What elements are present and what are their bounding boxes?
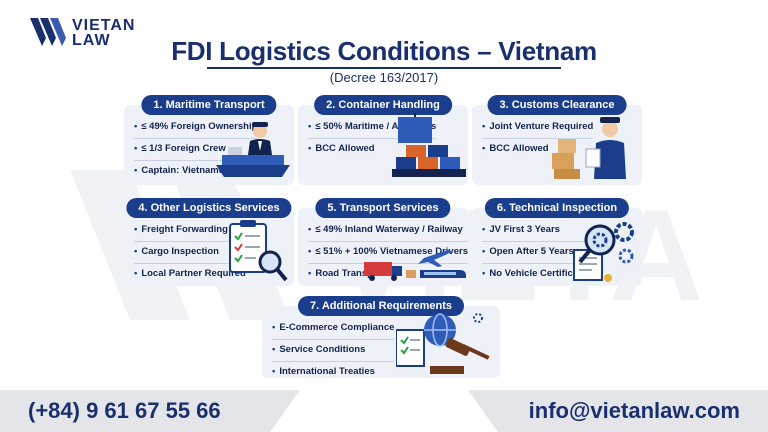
card-item: Cargo Inspection (134, 246, 246, 264)
card-item: E-Commerce Compliance (272, 322, 395, 340)
card-item: Road Transport (308, 268, 468, 285)
globe-gavel-icon (396, 313, 490, 374)
card-other-logistics: 4. Other Logistics Services Freight Forw… (124, 198, 294, 286)
card-additional-requirements: 7. Additional Requirements E-Commerce Co… (262, 296, 500, 378)
card-item: BCC Allowed (308, 143, 436, 160)
card-item: Joint Venture Required (482, 121, 594, 139)
contact-email[interactable]: info@vietanlaw.com (528, 398, 740, 423)
card-item: ≤ 1/3 Foreign Crew (134, 143, 258, 161)
brand-line1: VIETAN (72, 17, 136, 34)
container-port-icon (392, 113, 466, 177)
contact-phone[interactable]: (+84) 9 61 67 55 66 (28, 398, 221, 423)
customs-officer-icon (552, 117, 626, 179)
title-underline (207, 67, 561, 69)
card-item: No Vehicle Certification (482, 268, 595, 285)
card-heading: 7. Additional Requirements (297, 296, 465, 316)
vietanlaw-logo-icon (30, 18, 66, 46)
card-transport-services: 5. Transport Services ≤ 49% Inland Water… (298, 198, 468, 286)
card-heading: 3. Customs Clearance (487, 95, 627, 115)
card-item: ≤ 49% Foreign Ownership (134, 121, 258, 139)
card-heading: 4. Other Logistics Services (126, 198, 292, 218)
card-item: Service Conditions (272, 344, 395, 362)
card-item: International Treaties (272, 366, 394, 383)
card-item: Local Partner Required (134, 268, 246, 285)
card-technical-inspection: 6. Technical Inspection JV First 3 Years… (472, 198, 642, 286)
card-heading: 6. Technical Inspection (484, 198, 630, 218)
card-item: JV First 3 Years (482, 224, 596, 242)
brand-name: VIETAN LAW (72, 17, 136, 49)
truck-plane-train-icon (364, 250, 466, 281)
card-customs-clearance: 3. Customs Clearance Joint Venture Requi… (472, 95, 642, 185)
footer-center-notch (270, 390, 498, 432)
page-subtitle: (Decree 163/2017) (329, 70, 439, 85)
card-container-handling: 2. Container Handling ≤ 50% Maritime / A… (298, 95, 468, 185)
ship-captain-icon (216, 122, 290, 177)
gear-magnifier-icon (573, 222, 634, 282)
card-item: Freight Forwarding (134, 224, 246, 242)
card-heading: 2. Container Handling (314, 95, 452, 115)
card-item: Captain: Vietnamese (134, 165, 257, 182)
card-maritime-transport: 1. Maritime Transport ≤ 49% Foreign Owne… (124, 95, 294, 185)
card-item: ≤ 49% Inland Waterway / Railway (308, 224, 468, 242)
brand-line2: LAW (72, 32, 111, 49)
clipboard-magnifier-icon (229, 220, 288, 282)
page-title: FDI Logistics Conditions – Vietnam (171, 36, 597, 66)
card-item: ≤ 50% Maritime / All Modes (308, 121, 437, 139)
card-heading: 5. Transport Services (315, 198, 451, 218)
card-heading: 1. Maritime Transport (141, 95, 277, 115)
brand-logo[interactable]: VIETAN LAW (30, 16, 135, 50)
card-item: Open After 5 Years (482, 246, 596, 264)
card-item: BCC Allowed (482, 143, 593, 160)
